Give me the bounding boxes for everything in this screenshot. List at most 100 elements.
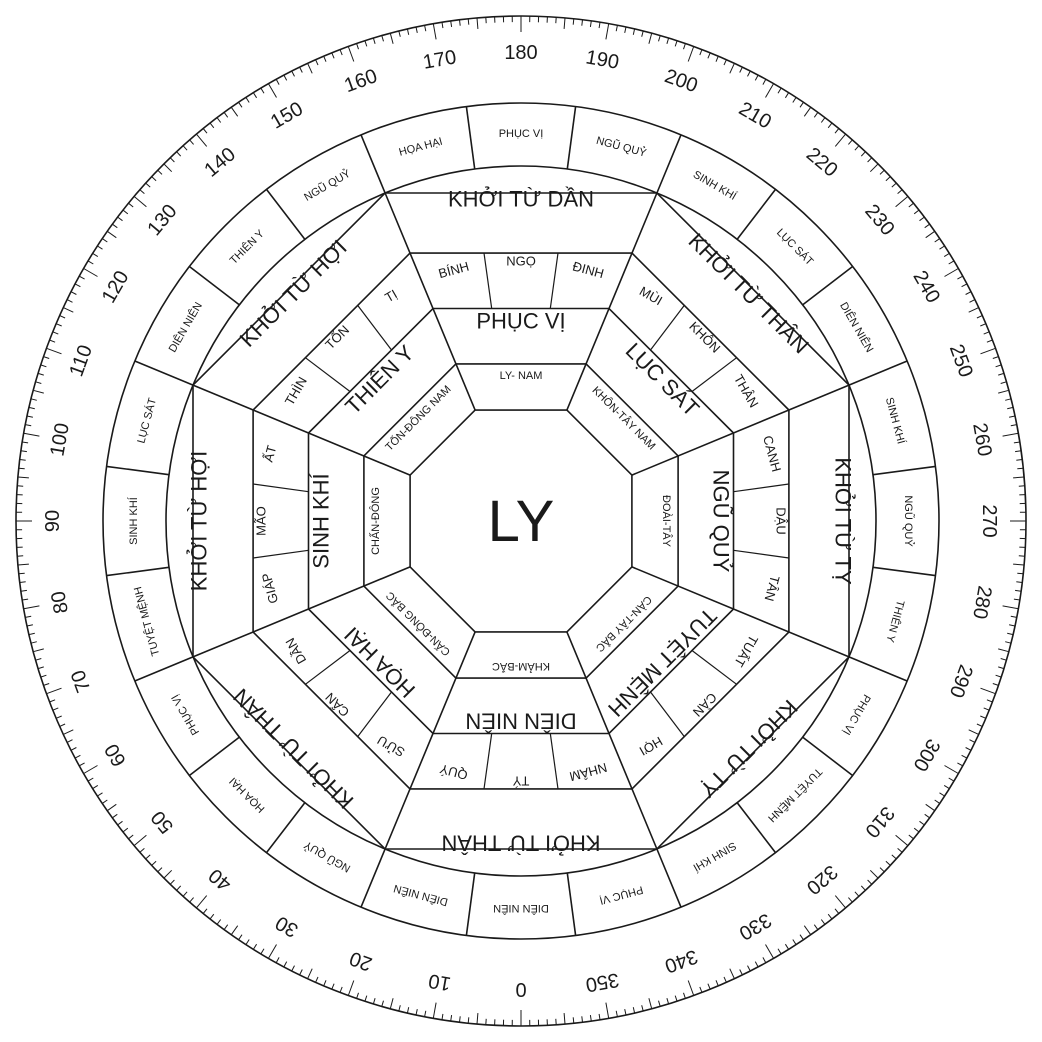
degree-tick [389, 33, 394, 44]
degree-tick [33, 648, 44, 653]
degree-tick [128, 834, 134, 840]
degree-tick [117, 216, 123, 222]
ring-divider [656, 848, 682, 908]
degree-tick [687, 980, 695, 996]
sector-mountain-label: KHÔN [686, 319, 723, 356]
degree-tick [122, 209, 129, 215]
degree-tick [467, 18, 470, 25]
degree-tick [230, 925, 239, 935]
degree-tick [589, 20, 592, 27]
sector-outer-label: KHỞI TỪ TỴ [831, 457, 856, 585]
degree-tick [799, 102, 804, 108]
degree-tick [79, 275, 85, 280]
degree-tick [860, 885, 866, 891]
degree-tick [22, 441, 29, 444]
ring-divider [848, 656, 908, 682]
outer-ring-star: PHỤC VỊ [840, 692, 873, 737]
degree-label: 20 [347, 947, 375, 975]
degree-tick [1002, 432, 1019, 437]
degree-tick [19, 581, 26, 583]
degree-tick [813, 112, 819, 118]
degree-tick [848, 139, 853, 145]
degree-tick [924, 813, 930, 819]
degree-tick [223, 924, 229, 930]
sector-direction-label: CHẤN-ĐÔNG [369, 487, 382, 555]
degree-tick [957, 275, 963, 280]
degree-tick [476, 17, 479, 29]
degree-tick [754, 961, 759, 968]
sector-mountain-label: TÝ [512, 774, 529, 789]
degree-tick [415, 1008, 418, 1016]
degree-tick [176, 151, 182, 157]
degree-tick [22, 598, 29, 601]
ring-divider [265, 802, 306, 854]
degree-tick [961, 283, 968, 288]
degree-tick [934, 799, 940, 804]
degree-tick [283, 74, 288, 81]
degree-tick [891, 182, 897, 188]
degree-tick [252, 92, 258, 99]
mountain-divider [733, 483, 789, 493]
degree-tick [983, 707, 990, 711]
degree-label: 220 [802, 143, 842, 181]
degree-tick [1017, 467, 1024, 470]
degree-tick [969, 299, 976, 303]
degree-tick [245, 97, 250, 103]
sector-outer-label: KHỞI TỪ DẦN [448, 187, 594, 212]
outer-ring-star: THIÊN Y [883, 599, 907, 645]
degree-tick [92, 784, 99, 790]
degree-tick [450, 1015, 453, 1022]
degree-tick [196, 133, 208, 147]
degree-tick [43, 356, 50, 359]
degree-tick [74, 754, 81, 759]
sector-spoke [631, 384, 850, 476]
sector-direction-label: CÀN-TÂY BẮC [593, 593, 654, 654]
degree-tick [1015, 589, 1022, 592]
degree-tick [944, 268, 959, 277]
ring-divider [736, 802, 777, 854]
degree-tick [189, 897, 194, 903]
degree-tick [1013, 563, 1025, 566]
degree-tick [965, 747, 972, 751]
degree-tick [323, 55, 327, 62]
degree-tick [803, 925, 812, 935]
sector-spoke [631, 566, 850, 658]
ring-divider [566, 872, 577, 936]
degree-label: 140 [200, 143, 240, 181]
degree-label: 100 [46, 421, 73, 458]
degree-tick [1007, 632, 1014, 636]
sector-outer-label: KHỞI TỪ THÂN [441, 831, 600, 856]
outer-ring-star: HỌA HẠI [398, 136, 444, 159]
degree-tick [995, 364, 1002, 368]
degree-tick [699, 49, 703, 56]
degree-tick [860, 151, 866, 157]
degree-label: 280 [968, 584, 995, 621]
degree-label: 50 [147, 806, 178, 837]
degree-tick [913, 209, 920, 215]
degree-tick [854, 145, 860, 151]
degree-tick [869, 163, 879, 173]
sector-spoke [192, 566, 411, 658]
degree-tick [998, 648, 1009, 653]
degree-tick [879, 867, 885, 873]
degree-tick [803, 107, 812, 117]
degree-tick [107, 803, 117, 812]
degree-tick [122, 827, 129, 833]
sector-direction-label: KHẢM-BẮC [492, 660, 550, 673]
degree-tick [699, 986, 703, 993]
degree-tick [992, 356, 999, 359]
degree-tick [20, 450, 27, 453]
degree-tick [1005, 398, 1012, 401]
outer-ring-star: SINH KHÍ [691, 168, 740, 204]
degree-tick [18, 467, 25, 470]
degree-tick [908, 202, 914, 208]
degree-tick [163, 869, 173, 879]
degree-tick [459, 1016, 461, 1023]
degree-tick [919, 216, 925, 222]
degree-tick [112, 223, 118, 229]
degree-tick [913, 827, 920, 833]
outer-ring-star: DIÊN NIÊN [837, 300, 876, 355]
degree-tick [765, 944, 774, 959]
degree-label: 0 [515, 978, 526, 1000]
sector-direction-label: LY- NAM [500, 370, 543, 382]
